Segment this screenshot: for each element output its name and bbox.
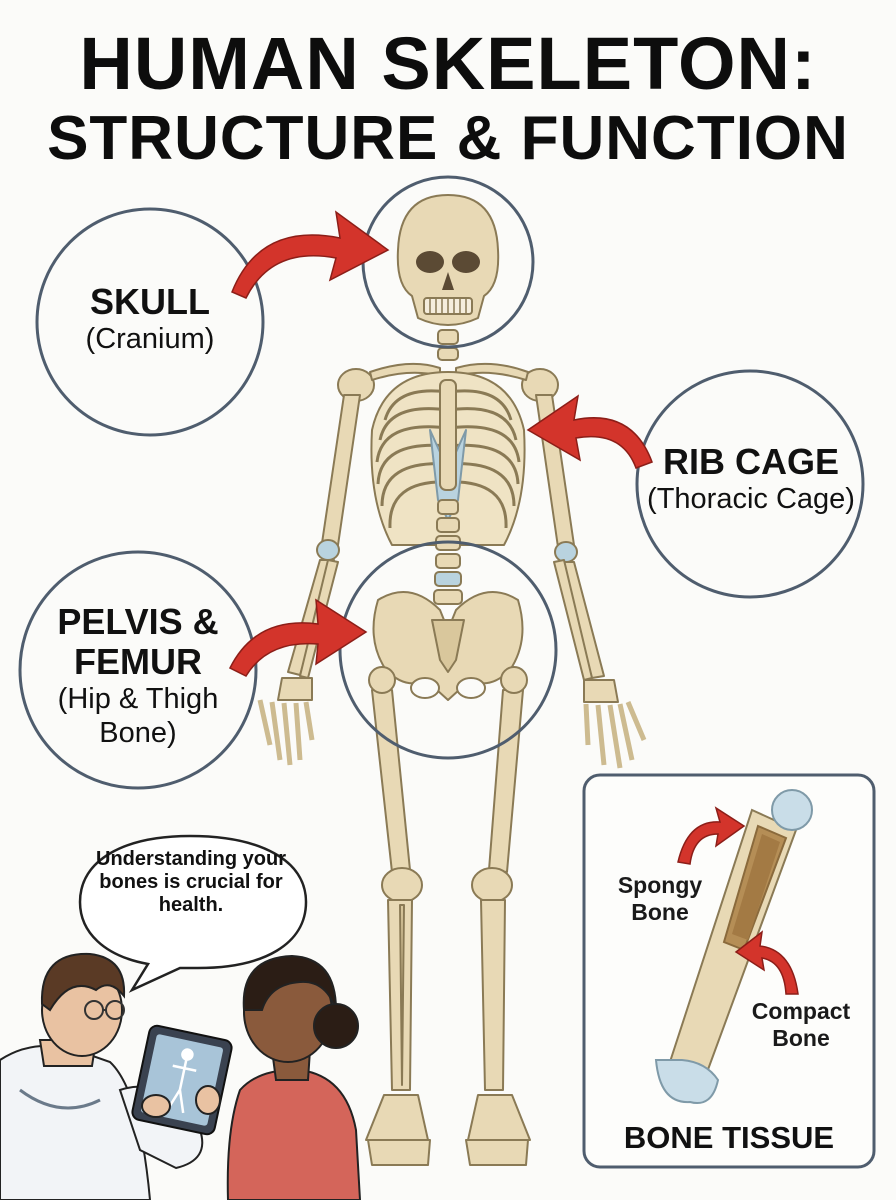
skull-label-sub: (Cranium) — [85, 323, 215, 355]
skull — [396, 194, 500, 326]
ribcage-label: RIB CAGE (Thoracic Cage) — [640, 442, 862, 516]
pelvis-label-main-1: PELVIS & — [57, 601, 219, 642]
tablet-device — [131, 1024, 233, 1136]
skull-callout-circle — [35, 207, 265, 437]
ribcage-label-sub: (Thoracic Cage) — [647, 483, 855, 515]
spongy-arrow — [677, 806, 746, 865]
compact-arrow — [734, 930, 799, 995]
page-title: HUMAN SKELETON: — [79, 22, 817, 105]
compact-bone-label-2: Bone — [772, 1025, 830, 1051]
ribcage-label-main: RIB CAGE — [662, 441, 839, 482]
doctor-figure — [0, 952, 233, 1200]
pelvis-label-main-2: FEMUR — [74, 641, 202, 682]
pelvis — [368, 591, 528, 701]
bone-tissue-inset — [582, 773, 876, 1169]
callout-arrows — [228, 210, 653, 677]
pelvis-label-sub-1: (Hip & Thigh — [57, 683, 219, 715]
pelvis-callout-circle — [18, 550, 258, 790]
compact-bone-label-1: Compact — [751, 998, 851, 1024]
page-subtitle: STRUCTURE & FUNCTION — [47, 104, 849, 173]
ribcage-arrow — [526, 394, 653, 469]
spongy-bone-label-2: Bone — [631, 899, 689, 925]
bone-tissue-title: BONE TISSUE — [623, 1120, 835, 1155]
femur-cross-section — [654, 789, 813, 1104]
compact-bone-label: Compact Bone — [738, 998, 864, 1052]
left-leg — [365, 689, 431, 1166]
spine — [433, 347, 463, 605]
spongy-bone-label-1: Spongy — [617, 872, 703, 898]
skull-label: SKULL (Cranium) — [50, 282, 250, 356]
pelvis-label-sub-2: Bone) — [99, 717, 177, 749]
pelvis-arrow — [228, 598, 368, 677]
skull-label-main: SKULL — [90, 281, 210, 322]
left-arm — [257, 368, 375, 766]
skull-arrow — [231, 210, 390, 299]
patient-figure — [226, 954, 362, 1200]
speech-bubble — [78, 834, 308, 993]
rib-cage — [370, 371, 526, 546]
pelvis-highlight-circle — [338, 540, 558, 760]
ribcage-callout-circle — [635, 369, 865, 599]
spongy-bone-label: Spongy Bone — [600, 872, 720, 926]
right-leg — [465, 689, 531, 1166]
pelvis-label: PELVIS & FEMUR (Hip & Thigh Bone) — [38, 602, 238, 750]
speech-text: Understanding your bones is crucial for … — [96, 848, 287, 916]
skeleton-figure — [257, 194, 647, 1166]
